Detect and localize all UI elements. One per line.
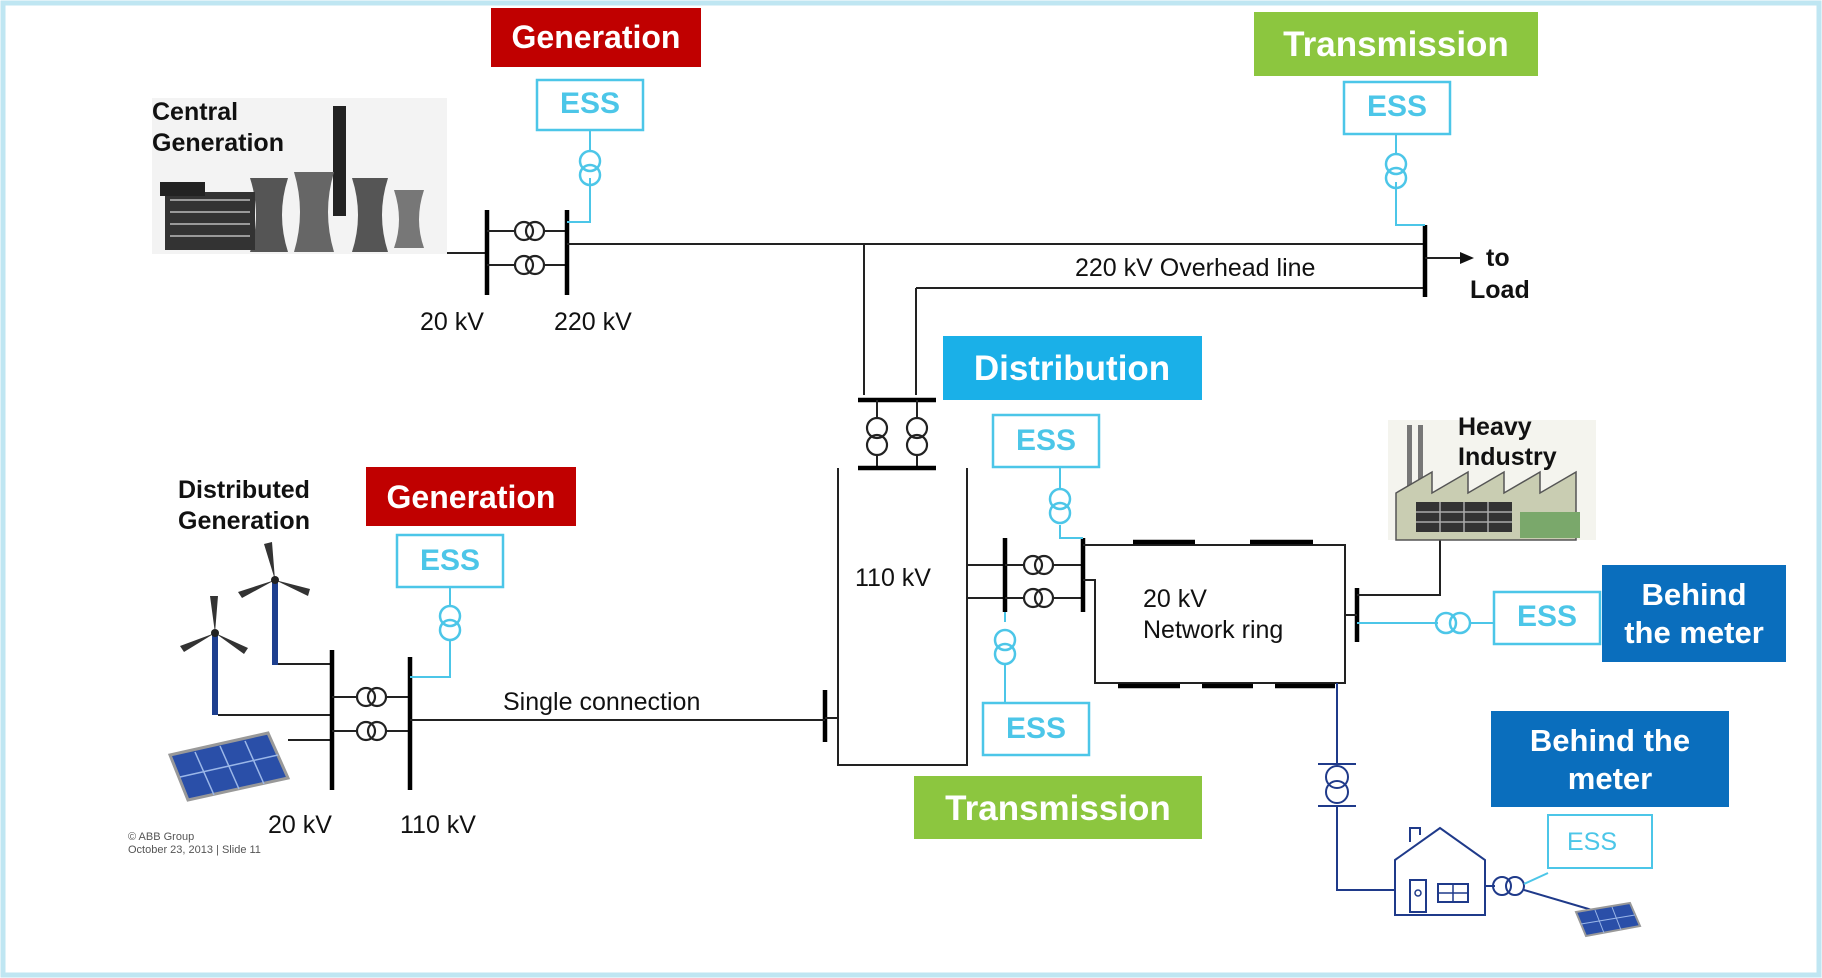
svg-text:the meter: the meter [1624, 615, 1764, 650]
transformer-top [513, 220, 546, 276]
ess-behind-meter-right: ESS [1492, 590, 1602, 646]
kv110-bottom-label: 110 kV [400, 811, 476, 839]
to-load-label-1: to [1486, 244, 1510, 272]
solar-panel-icon [167, 731, 291, 802]
network-ring-label-2: Network ring [1143, 616, 1283, 644]
heavy-industry-label-1: Heavy [1458, 413, 1532, 441]
svg-text:Behind: Behind [1641, 577, 1746, 612]
house-transformer-icon [1325, 765, 1349, 804]
svg-text:Transmission: Transmission [1283, 25, 1509, 64]
kv110-mid-label: 110 kV [855, 564, 931, 592]
110kv-loop [837, 468, 968, 766]
wind-turbine-icon [180, 542, 310, 715]
svg-text:Generation: Generation [387, 479, 556, 515]
badge-behind-meter-lower: Behind the meter [1491, 711, 1729, 807]
house-meter-transformer-icon [1492, 876, 1525, 896]
distributed-generation-label-2: Generation [178, 507, 310, 535]
ess-label: ESS [1567, 828, 1617, 856]
ess-distribution: ESS [991, 413, 1101, 469]
substation-feeders [863, 244, 917, 395]
badge-generation-bottom: Generation [366, 467, 576, 526]
central-generation-label-1: Central [152, 98, 238, 126]
badge-generation-top: Generation [491, 8, 701, 67]
ess-gen-bottom-link [410, 640, 451, 678]
ess-dist-link [1059, 525, 1083, 539]
ess-label: ESS [1006, 712, 1066, 745]
svg-text:Behind the: Behind the [1530, 723, 1690, 758]
badge-behind-meter-right: Behind the meter [1602, 565, 1786, 662]
ess-gen-bottom: ESS [395, 533, 505, 589]
ess-label: ESS [1016, 424, 1076, 457]
network-ring-label-1: 20 kV [1143, 585, 1207, 613]
overhead-line-label: 220 kV Overhead line [1075, 254, 1315, 282]
badge-transmission-top: Transmission [1254, 12, 1538, 76]
ess-bm-right-transformer-icon [1434, 611, 1472, 635]
svg-text:Distribution: Distribution [974, 349, 1170, 388]
house-icon [1394, 826, 1486, 916]
dg-feeds [218, 663, 332, 741]
transformer-substation [865, 416, 929, 457]
to-load-label-2: Load [1470, 276, 1530, 304]
power-plant-icon [152, 98, 447, 254]
network-ring [1083, 544, 1346, 684]
small-solar-panel-icon [1574, 901, 1642, 938]
ess-trans-top-link [1395, 182, 1425, 226]
transformer-dg [355, 686, 388, 742]
ess-label: ESS [560, 87, 620, 120]
svg-text:Generation: Generation [512, 19, 681, 55]
ess-label: ESS [1517, 600, 1577, 633]
badge-transmission-bottom: Transmission [914, 776, 1202, 839]
house-ess-link [1523, 872, 1549, 885]
ess-dist-transformer-icon [1048, 487, 1072, 525]
110kv-feeds [967, 564, 1005, 599]
kv20-bottom-label: 20 kV [268, 811, 332, 839]
transformer-distribution [1022, 554, 1055, 609]
ess-behind-meter-lower: ESS [1547, 814, 1653, 869]
industry-feed [1357, 528, 1441, 596]
ess-gen-top: ESS [535, 78, 645, 132]
ess-gen-top-link [567, 178, 591, 223]
kv220-label: 220 kV [554, 308, 632, 336]
svg-text:meter: meter [1568, 761, 1652, 796]
heavy-industry-label-2: Industry [1458, 443, 1557, 471]
copyright-line-2: October 23, 2013 | Slide 11 [128, 844, 261, 856]
copyright-line-1: © ABB Group [128, 831, 194, 843]
ess-label: ESS [1367, 90, 1427, 123]
distributed-generation-label-1: Distributed [178, 476, 310, 504]
ess-gen-bottom-transformer-icon [438, 604, 462, 642]
kv20-top-label: 20 kV [420, 308, 484, 336]
ess-transmission-mid: ESS [981, 701, 1091, 757]
ess-label: ESS [420, 544, 480, 577]
house-feed-lower [1336, 806, 1395, 891]
badge-distribution: Distribution [943, 336, 1202, 400]
ess-trans-mid-transformer-icon [993, 628, 1017, 666]
single-connection-label: Single connection [503, 688, 700, 716]
factory-icon [1388, 420, 1596, 541]
to-load-arrow-icon [1460, 252, 1474, 264]
svg-text:Transmission: Transmission [945, 789, 1171, 828]
ess-trans-top: ESS [1342, 80, 1452, 136]
house-solar-link [1523, 889, 1593, 911]
xf-top-leads [487, 230, 567, 266]
central-generation-label-2: Generation [152, 129, 284, 157]
